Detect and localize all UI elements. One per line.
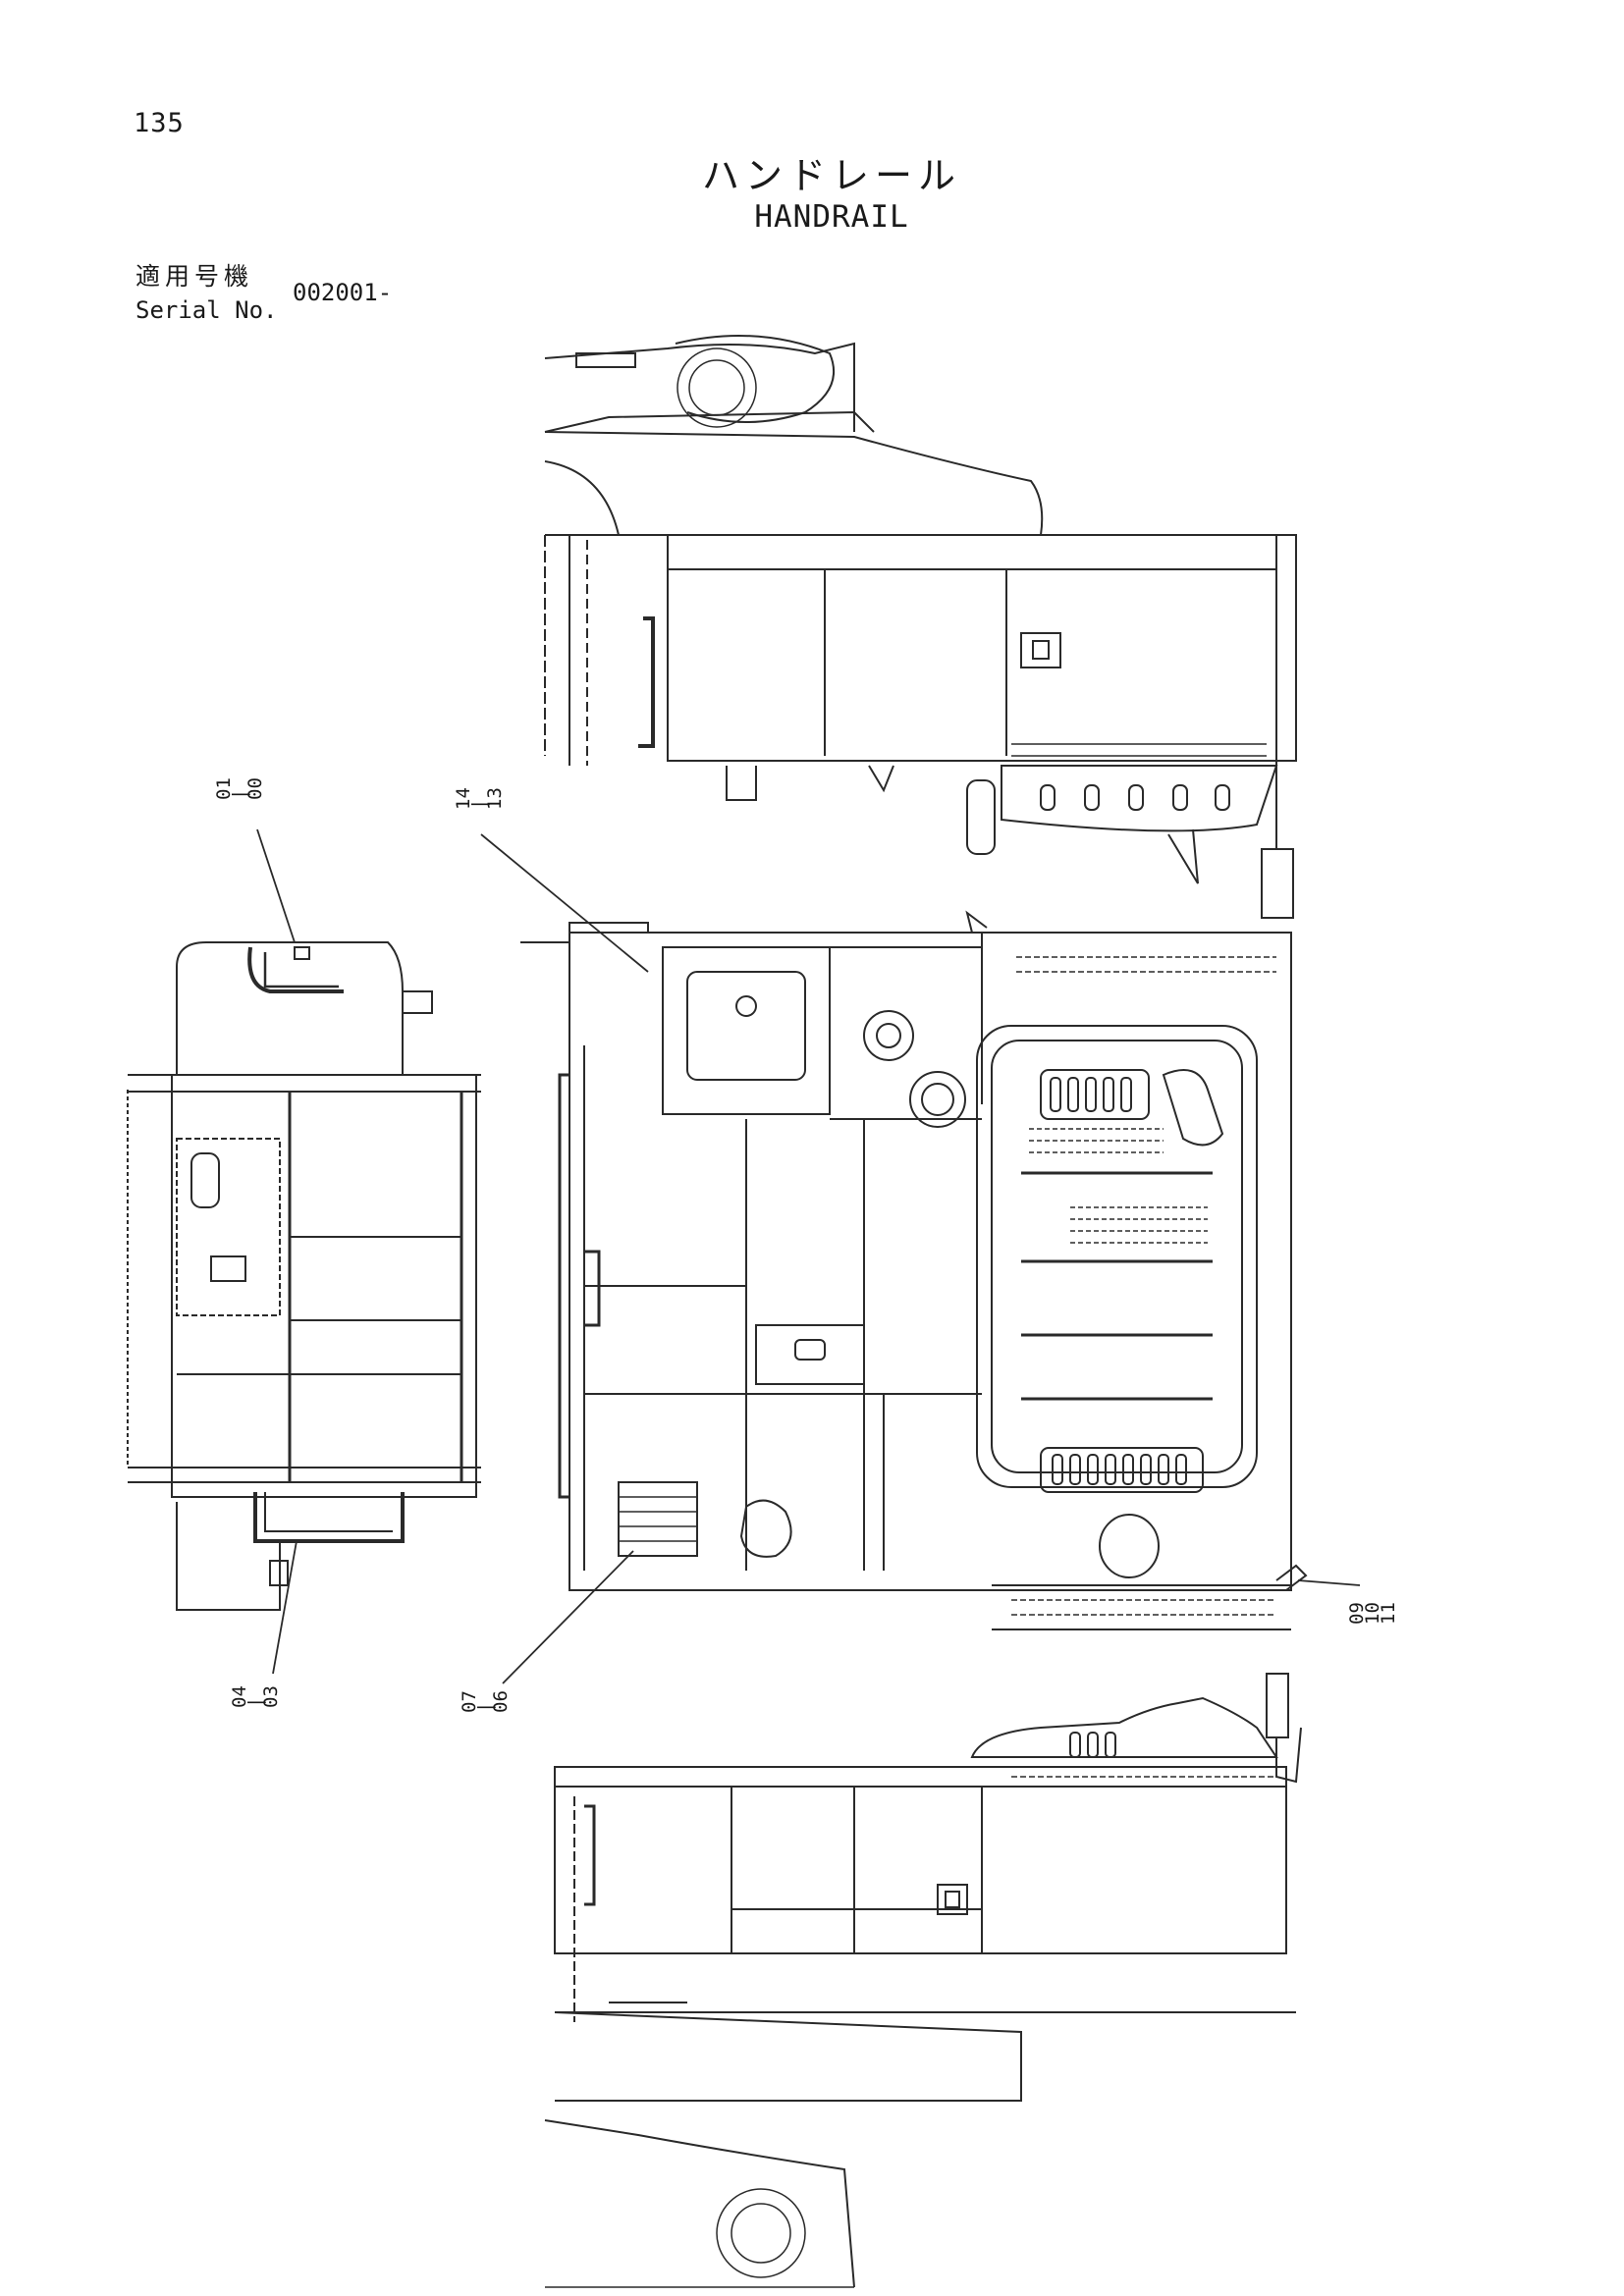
engine-hood-side bbox=[970, 1696, 1278, 1758]
door-latch bbox=[1020, 632, 1061, 668]
callout-leaders bbox=[256, 828, 1361, 1684]
callout-01-00: 01 | 00 bbox=[213, 767, 266, 800]
callout-07-06: 07 | 06 bbox=[459, 1680, 512, 1713]
handrail-01 bbox=[247, 946, 344, 993]
pump bbox=[739, 1499, 792, 1558]
handrail-rear bbox=[638, 616, 655, 748]
vent-slots-top bbox=[1011, 743, 1267, 757]
leader-09-11 bbox=[1297, 1579, 1361, 1586]
lower-body bbox=[554, 1766, 1287, 1954]
leader-04-03 bbox=[272, 1540, 298, 1675]
handrail-03 bbox=[253, 1492, 405, 1543]
top-side-view bbox=[544, 335, 1297, 919]
swing-motor bbox=[863, 1010, 914, 1061]
leader-07-06 bbox=[502, 1550, 634, 1684]
page-number: 135 bbox=[134, 108, 185, 138]
upper-body bbox=[667, 534, 1297, 762]
light-box bbox=[1261, 848, 1294, 919]
light-box-bottom bbox=[1266, 1673, 1289, 1738]
callout-labels: 01 | 00 14 | 13 04 | 03 07 | 06 09 10 11 bbox=[213, 767, 1399, 1713]
vent-grid-upper bbox=[1029, 1128, 1164, 1153]
track-pad bbox=[575, 352, 636, 368]
counterweight-slots bbox=[1040, 784, 1230, 811]
leader-01-00 bbox=[256, 828, 296, 943]
callout-04-03: 04 | 03 bbox=[229, 1675, 282, 1708]
page-title-english: HANDRAIL bbox=[754, 199, 909, 235]
cab-light bbox=[402, 990, 433, 1014]
center-panel bbox=[755, 1324, 865, 1385]
door-latch-bottom bbox=[937, 1884, 968, 1915]
bottom-side-view bbox=[544, 1673, 1302, 2288]
cab-roof bbox=[662, 946, 831, 1115]
engine-hood bbox=[976, 1025, 1258, 1488]
page-title-japanese: ハンドレール bbox=[701, 154, 961, 197]
leader-14-13 bbox=[480, 833, 649, 973]
handrail-front bbox=[584, 1804, 596, 1906]
callout-09-11: 09 10 11 bbox=[1346, 1591, 1399, 1625]
center-plan-view bbox=[520, 910, 1308, 1630]
fuel-tank-cap bbox=[1099, 1514, 1160, 1578]
serial-label-english: Serial No. bbox=[135, 296, 278, 324]
mirror-09 bbox=[1275, 1564, 1308, 1591]
vent-slots-plan bbox=[1011, 956, 1276, 1616]
step-06 bbox=[618, 1481, 698, 1557]
serial-number-value: 002001- bbox=[293, 279, 393, 306]
tank-cap bbox=[909, 1071, 966, 1128]
callout-14-13: 14 | 13 bbox=[453, 776, 506, 810]
handrail-side bbox=[558, 1073, 569, 1499]
vent-grid-lower bbox=[1070, 1206, 1208, 1244]
track-sprocket-bottom bbox=[716, 2188, 806, 2278]
left-front-view bbox=[127, 941, 481, 1611]
serial-label-japanese: 適用号機 bbox=[135, 262, 254, 291]
plan-outline bbox=[568, 932, 1292, 1591]
mirror bbox=[966, 779, 996, 855]
